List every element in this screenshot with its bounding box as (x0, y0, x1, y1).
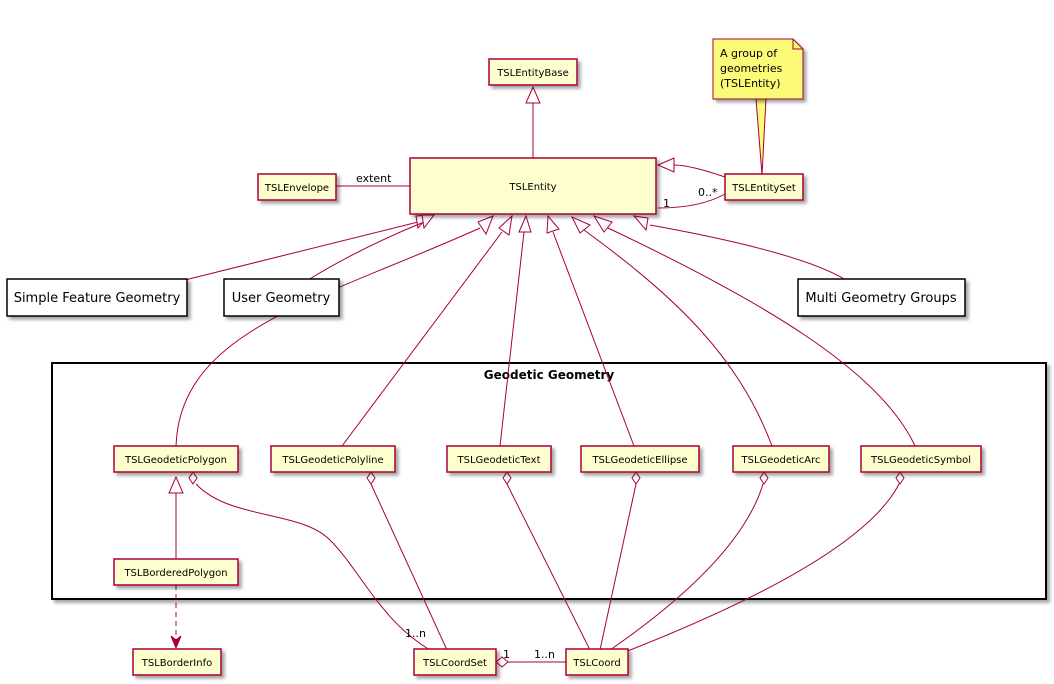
class-tsl-geodetic-polyline[interactable]: TSLGeodeticPolyline (270, 445, 396, 473)
aggregation-diamond (631, 471, 641, 485)
aggregation-polyline-coordset (370, 483, 448, 651)
inheritance-arrowhead (525, 85, 541, 104)
inheritance-arrowhead (498, 214, 513, 236)
class-name: TSLEntity (508, 182, 556, 193)
class-tsl-geodetic-arc[interactable]: TSLGeodeticArc (732, 445, 830, 473)
inheritance-geodetic-symbol (607, 227, 916, 447)
set-one-label: 1 (663, 197, 670, 210)
class-tsl-coord[interactable]: TSLCoord (565, 648, 629, 676)
group-multi-geometry-groups[interactable]: Multi Geometry Groups (797, 278, 966, 317)
relations (168, 85, 916, 668)
note-line-3: (TSLEntity) (720, 77, 781, 90)
inheritance-arrowhead (168, 475, 184, 494)
inheritance-arrowhead (592, 215, 613, 233)
class-name: TSLBorderedPolygon (123, 568, 227, 579)
class-tsl-geodetic-text[interactable]: TSLGeodeticText (446, 445, 552, 473)
inheritance-multi-geometry (649, 224, 847, 281)
class-tsl-entity-set[interactable]: TSLEntitySet (724, 173, 804, 201)
set-aggregation (657, 193, 726, 209)
inheritance-geodetic-arc (583, 229, 773, 447)
aggregation-polygon-coordset (195, 483, 431, 651)
note-entity-set (712, 38, 804, 100)
aggregation-ellipse-coord (599, 483, 637, 651)
group-user-geometry[interactable]: User Geometry (223, 278, 340, 317)
inheritance-geodetic-ellipse (552, 231, 635, 447)
group-label: Simple Feature Geometry (14, 291, 181, 306)
inheritance-simple-feature (184, 221, 419, 281)
class-name: TSLGeodeticEllipse (591, 455, 687, 466)
aggregation-diamond (366, 471, 376, 485)
inheritance-arrowhead (518, 214, 532, 233)
coordset-many-label: 1..n (405, 627, 426, 640)
note-line-2: geometries (720, 62, 783, 75)
aggregation-diamond (188, 471, 198, 485)
class-tsl-geodetic-ellipse[interactable]: TSLGeodeticEllipse (580, 445, 700, 473)
aggregation-diamond (759, 471, 769, 485)
inheritance-geodetic-text (499, 231, 525, 447)
class-tsl-entity-base[interactable]: TSLEntityBase (488, 58, 578, 86)
inheritance-arrowhead (546, 214, 560, 234)
class-name: TSLEntityBase (496, 68, 569, 79)
class-name: TSLCoordSet (422, 658, 487, 669)
class-name: TSLGeodeticSymbol (870, 455, 971, 466)
inheritance-arrowhead (632, 215, 649, 232)
class-tsl-geodetic-polygon[interactable]: TSLGeodeticPolygon (113, 445, 239, 473)
class-tsl-envelope[interactable]: TSLEnvelope (257, 173, 337, 201)
class-name: TSLGeodeticArc (741, 455, 821, 466)
class-name: TSLEntitySet (731, 183, 796, 194)
class-tsl-bordered-polygon[interactable]: TSLBorderedPolygon (113, 558, 239, 586)
dependency-arrowhead (170, 635, 182, 650)
coord-one-label: 1 (503, 648, 510, 661)
class-tsl-coord-set[interactable]: TSLCoordSet (413, 648, 497, 676)
aggregation-symbol-coord (624, 483, 900, 653)
aggregation-diamond (895, 471, 905, 485)
aggregation-arc-coord (609, 483, 764, 651)
inheritance-geodetic-polyline (341, 231, 503, 447)
class-name: TSLGeodeticPolygon (124, 455, 227, 466)
class-name: TSLEnvelope (264, 183, 329, 194)
package-title: Geodetic Geometry (484, 368, 615, 382)
class-name: TSLGeodeticText (457, 455, 541, 466)
inheritance-arrowhead (421, 214, 436, 230)
class-tsl-entity[interactable]: TSLEntity (409, 157, 657, 215)
coord-many-label: 1..n (534, 648, 555, 661)
group-label: Multi Geometry Groups (805, 291, 956, 306)
aggregation-diamond (502, 471, 512, 485)
aggregation-text-coord (506, 483, 591, 651)
note-line-1: A group of (720, 47, 778, 60)
inheritance-arrowhead (570, 215, 591, 234)
inheritance-arrowhead (656, 157, 675, 173)
inheritance-user-geometry (307, 221, 425, 281)
note-anchor (755, 98, 767, 176)
class-name: TSLBorderInfo (141, 658, 212, 669)
class-name: TSLCoord (572, 658, 621, 669)
inheritance-entity-set (673, 164, 726, 178)
class-tsl-geodetic-symbol[interactable]: TSLGeodeticSymbol (860, 445, 982, 473)
class-name: TSLGeodeticPolyline (281, 455, 383, 466)
inheritance-geodetic-polygon (175, 227, 481, 447)
group-simple-feature-geometry[interactable]: Simple Feature Geometry (6, 278, 188, 317)
class-tsl-border-info[interactable]: TSLBorderInfo (132, 648, 222, 676)
set-many-label: 0..* (698, 186, 718, 199)
inheritance-arrowhead (477, 215, 494, 236)
aggregation-diamond (495, 656, 509, 668)
group-label: User Geometry (232, 291, 331, 306)
extent-label: extent (356, 172, 392, 185)
